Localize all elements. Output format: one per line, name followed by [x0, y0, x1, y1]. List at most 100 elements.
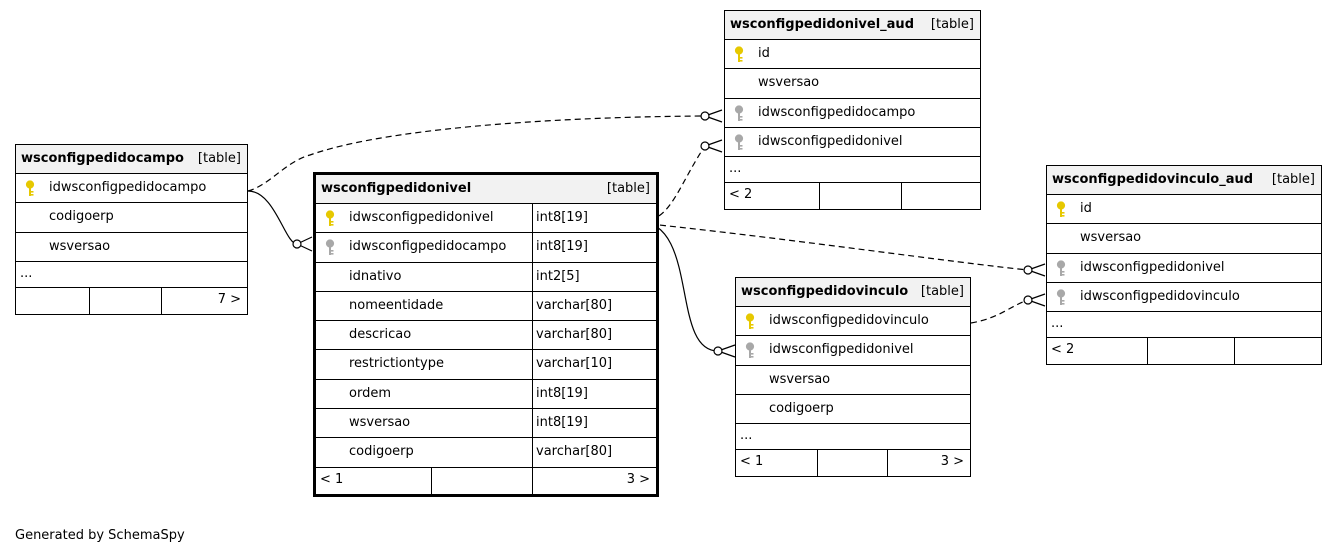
- more-columns-text: ...: [1051, 316, 1064, 332]
- more-columns-text: ...: [740, 428, 753, 444]
- table-header[interactable]: wsconfigpedidonivel [table]: [316, 175, 656, 204]
- column-row[interactable]: wsversao: [736, 366, 970, 395]
- column-row[interactable]: idwsconfigpedidonivel: [725, 128, 980, 158]
- table-wsconfigpedidonivel[interactable]: wsconfigpedidonivel [table] idwsconfigpedi…: [313, 172, 659, 497]
- column-name: ordem: [349, 385, 391, 401]
- parent-count[interactable]: < 1: [740, 454, 764, 470]
- parent-count[interactable]: [16, 288, 89, 314]
- column-name: idwsconfigpedidonivel: [769, 342, 914, 358]
- relationship-campo-to-nivel-aud: [247, 115, 706, 192]
- foreign-key-icon: [325, 239, 335, 256]
- relationship-vinculo-to-vinculo-aud: [970, 299, 1029, 324]
- foreign-key-icon: [745, 342, 755, 359]
- column-name: wsversao: [758, 75, 820, 91]
- table-wsconfigpedidocampo[interactable]: wsconfigpedidocampo [table] idwsconfigpedi…: [15, 144, 248, 315]
- parent-count[interactable]: < 1: [320, 471, 344, 487]
- table-name: wsconfigpedidocampo: [21, 151, 184, 166]
- row-count[interactable]: [431, 467, 532, 494]
- column-row[interactable]: idwsconfigpedidocampo: [725, 99, 980, 128]
- row-count[interactable]: [819, 183, 901, 210]
- column-row[interactable]: codigoerp: [16, 203, 247, 233]
- table-name: wsconfigpedidonivel: [321, 181, 472, 196]
- primary-key-icon: [745, 313, 755, 330]
- relationship-nivel-to-nivel-aud: [649, 145, 706, 221]
- child-count[interactable]: [1234, 338, 1321, 365]
- more-columns-indicator: ...: [736, 424, 970, 451]
- child-count[interactable]: 3 >: [887, 450, 970, 477]
- column-name: wsversao: [49, 238, 111, 254]
- table-footer: < 2: [725, 183, 980, 210]
- column-type: int8[19]: [532, 204, 637, 233]
- column-name: idwsconfigpedidovinculo: [1080, 288, 1240, 304]
- table-footer: < 1 3 >: [316, 467, 656, 494]
- optional-marker: [700, 111, 710, 121]
- column-row[interactable]: id: [1047, 195, 1321, 225]
- column-type: varchar[80]: [532, 321, 637, 350]
- column-name: wsversao: [769, 371, 831, 387]
- parent-count[interactable]: < 2: [1051, 342, 1075, 358]
- column-row[interactable]: wsversao int8[19]: [316, 409, 656, 439]
- generated-by-credit: Generated by SchemaSpy: [15, 528, 185, 543]
- column-row[interactable]: idwsconfigpedidonivel: [736, 336, 970, 366]
- column-name: codigoerp: [769, 400, 834, 416]
- column-name: idwsconfigpedidonivel: [758, 133, 903, 149]
- table-footer: 7 >: [16, 287, 247, 314]
- table-footer: < 1 3 >: [736, 450, 970, 477]
- foreign-key-icon: [1056, 259, 1066, 277]
- parent-count[interactable]: < 2: [729, 187, 753, 203]
- optional-marker: [1023, 265, 1033, 275]
- more-columns-text: ...: [20, 265, 33, 281]
- column-type: varchar[80]: [532, 291, 637, 321]
- column-name: idwsconfigpedidonivel: [1080, 259, 1225, 275]
- table-type-label: [table]: [197, 151, 241, 166]
- column-row[interactable]: wsversao: [725, 69, 980, 99]
- optional-marker: [292, 239, 302, 249]
- relationship-campo-to-nivel: [247, 190, 298, 245]
- column-row[interactable]: idwsconfigpedidocampo: [16, 174, 247, 204]
- relationship-nivel-to-vinculo-aud: [649, 223, 1029, 271]
- column-name: idwsconfigpedidocampo: [758, 104, 916, 120]
- table-header[interactable]: wsconfigpedidovinculo[table]: [736, 278, 970, 307]
- foreign-key-icon: [734, 134, 744, 151]
- primary-key-icon: [325, 210, 335, 227]
- row-count[interactable]: [1147, 338, 1234, 365]
- column-type: int8[19]: [532, 409, 637, 438]
- child-count[interactable]: 7 >: [161, 287, 247, 314]
- column-row[interactable]: wsversao: [16, 233, 247, 262]
- table-wsconfigpedidonivel-aud[interactable]: wsconfigpedidonivel_aud[table]id wsversao…: [724, 10, 981, 211]
- table-header[interactable]: wsconfigpedidonivel_aud[table]: [725, 11, 980, 40]
- table-header[interactable]: wsconfigpedidocampo [table]: [16, 145, 247, 174]
- column-name: wsversao: [349, 415, 411, 431]
- more-columns-indicator: ...: [16, 262, 247, 288]
- column-row[interactable]: codigoerp: [736, 395, 970, 425]
- child-count[interactable]: 3 >: [532, 467, 656, 494]
- optional-marker: [713, 346, 723, 356]
- table-name: wsconfigpedidonivel_aud: [730, 17, 914, 32]
- column-name: idwsconfigpedidonivel: [349, 210, 494, 225]
- column-row[interactable]: wsversao: [1047, 224, 1321, 254]
- primary-key-icon: [734, 46, 744, 63]
- table-wsconfigpedidovinculo[interactable]: wsconfigpedidovinculo[table]idwsconfigpe…: [735, 277, 971, 478]
- column-row[interactable]: idwsconfigpedidonivel int8[19]: [316, 204, 656, 234]
- column-row[interactable]: idwsconfigpedidovinculo: [1047, 283, 1321, 313]
- column-row[interactable]: id: [725, 40, 980, 70]
- table-type-label: [table]: [606, 181, 650, 196]
- row-count[interactable]: [89, 287, 161, 314]
- column-name: restrictiontype: [349, 356, 444, 372]
- row-count[interactable]: [817, 450, 887, 477]
- column-name: codigoerp: [349, 444, 414, 460]
- table-header[interactable]: wsconfigpedidovinculo_aud[table]: [1047, 166, 1321, 195]
- child-count[interactable]: [901, 183, 980, 210]
- column-name: idwsconfigpedidocampo: [349, 239, 507, 255]
- column-row[interactable]: idwsconfigpedidovinculo: [736, 307, 970, 337]
- column-row[interactable]: idwsconfigpedidonivel: [1047, 254, 1321, 283]
